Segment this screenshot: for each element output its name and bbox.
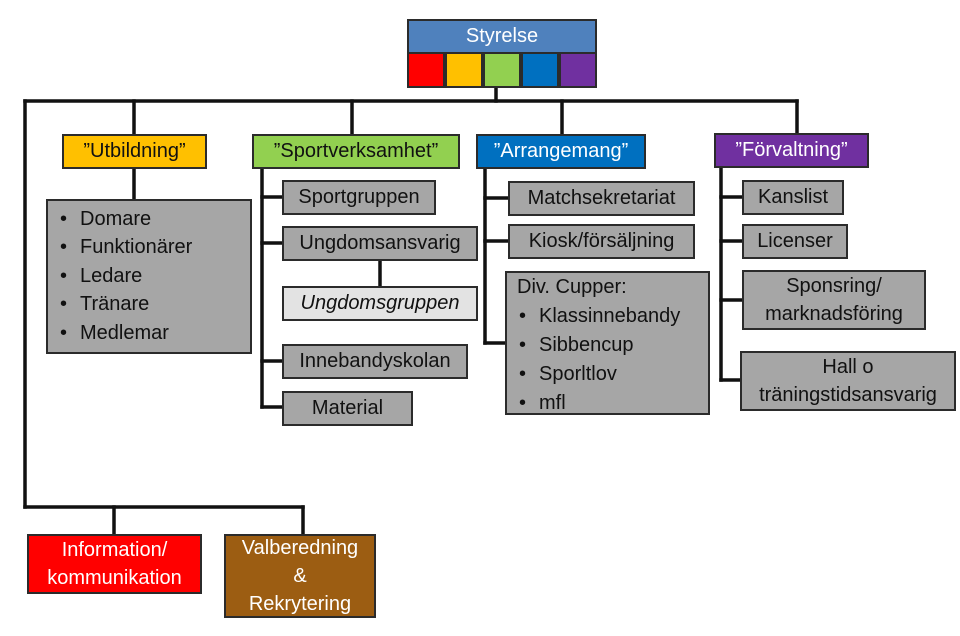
information-line2: kommunikation (47, 567, 182, 589)
ungdomsgruppen-label: Ungdomsgruppen (300, 292, 460, 315)
licenser-label: Licenser (757, 230, 833, 253)
licenser-box: Licenser (742, 224, 848, 259)
list-item: Sporltlov (513, 360, 708, 389)
hall-line1: Hall o (822, 355, 874, 378)
list-item: Klassinnebandy (513, 302, 708, 331)
innebandyskolan-box: Innebandyskolan (282, 344, 468, 379)
sponsring-line1: Sponsring/ (786, 274, 882, 297)
valberedning-box: Valberedning & Rekrytering (224, 534, 376, 618)
sponsring-line2: marknadsföring (765, 303, 903, 325)
information-line1: Information/ (61, 538, 168, 561)
list-item: Ledare (54, 262, 250, 291)
color-stripe-blue (521, 52, 559, 88)
utbildning-title: ”Utbildning” (83, 140, 186, 163)
sportgruppen-label: Sportgruppen (298, 186, 420, 209)
valberedning-line1: Valberedning (241, 537, 359, 559)
valberedning-line3: Rekrytering (248, 593, 352, 615)
innebandyskolan-label: Innebandyskolan (299, 350, 451, 373)
kiosk-box: Kiosk/försäljning (508, 224, 695, 259)
matchsekretariat-label: Matchsekretariat (527, 187, 676, 210)
kanslist-label: Kanslist (757, 186, 829, 209)
material-box: Material (282, 391, 413, 426)
kiosk-label: Kiosk/försäljning (528, 230, 675, 253)
ungdomsgruppen-box: Ungdomsgruppen (282, 286, 478, 321)
ungdomsansvarig-label: Ungdomsansvarig (299, 232, 461, 255)
material-label: Material (311, 397, 384, 420)
list-item: Medlemar (54, 319, 250, 348)
ungdomsansvarig-box: Ungdomsansvarig (282, 226, 478, 261)
utbildning-box: ”Utbildning” (62, 134, 207, 169)
list-item: mfl (513, 389, 708, 418)
arrangemang-box: ”Arrangemang” (476, 134, 646, 169)
color-stripe-purple (559, 52, 597, 88)
utbildning-list-box: Domare Funktionärer Ledare Tränare Medle… (46, 199, 252, 354)
forvaltning-title: ”Förvaltning” (735, 139, 848, 162)
information-box: Information/ kommunikation (27, 534, 202, 594)
hall-box: Hall o träningstidsansvarig (740, 351, 956, 411)
forvaltning-box: ”Förvaltning” (714, 133, 869, 168)
matchsekretariat-box: Matchsekretariat (508, 181, 695, 216)
sportgruppen-box: Sportgruppen (282, 180, 436, 215)
color-stripe-green (483, 52, 521, 88)
color-stripe-orange (445, 52, 483, 88)
kanslist-box: Kanslist (742, 180, 844, 215)
list-item: Domare (54, 205, 250, 234)
valberedning-line2: & (293, 565, 307, 587)
board-box: Styrelse (407, 19, 597, 54)
hall-line2: träningstidsansvarig (759, 384, 937, 406)
color-stripe-red (407, 52, 445, 88)
sportverksamhet-box: ”Sportverksamhet” (252, 134, 460, 169)
board-title: Styrelse (465, 25, 539, 48)
arrangemang-title: ”Arrangemang” (493, 140, 629, 163)
list-item: Sibbencup (513, 331, 708, 360)
list-item: Funktionärer (54, 233, 250, 262)
list-item: Tränare (54, 290, 250, 319)
sponsring-box: Sponsring/ marknadsföring (742, 270, 926, 330)
sportverksamhet-title: ”Sportverksamhet” (273, 140, 439, 163)
cupper-box: Div. Cupper: Klassinnebandy Sibbencup Sp… (505, 271, 710, 418)
cupper-title: Div. Cupper: (517, 276, 627, 298)
